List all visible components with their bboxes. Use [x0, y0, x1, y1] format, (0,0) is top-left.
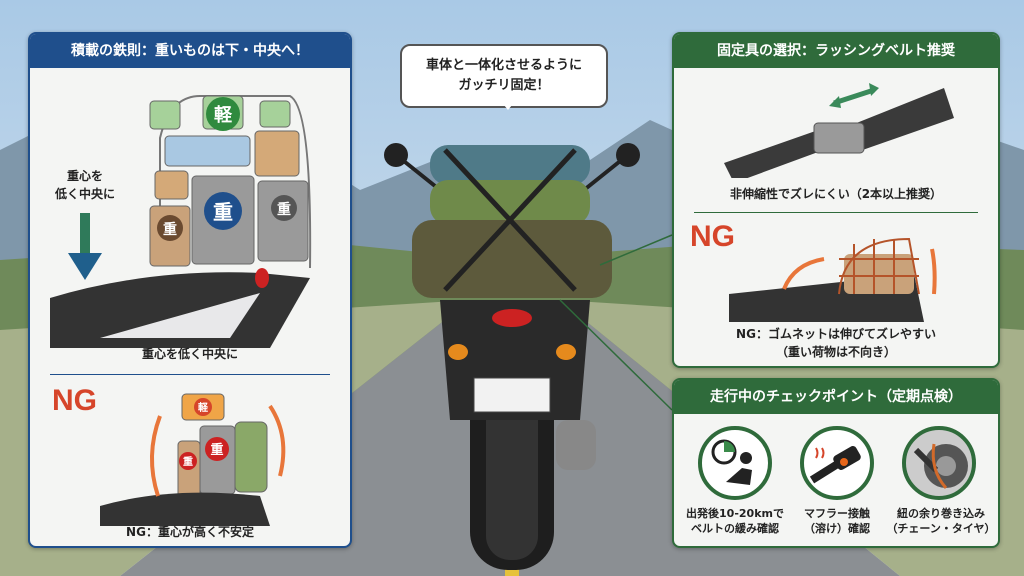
ng-caption-2: （重い荷物は不向き） — [775, 345, 896, 359]
divider — [50, 374, 330, 375]
ng-loading-illustration: 軽 重 重 — [100, 393, 286, 526]
panel-title: 積載の鉄則：重いものは下・中央へ！ — [30, 34, 350, 68]
bubble-text-2: ガッチリ固定！ — [458, 78, 550, 93]
lashing-belt-illustration — [724, 83, 954, 178]
speech-bubble: 車体と一体化させるように ガッチリ固定！ — [400, 44, 608, 110]
belt-caption: 非伸縮性でズレにくい（2本以上推奨） — [729, 187, 943, 201]
fastener-panel: 固定具の選択：ラッシングベルト推奨 非伸縮性でズレにくい（2本以上推奨） NG … — [672, 32, 1000, 368]
svg-text:重: 重 — [163, 221, 177, 238]
motorcycle-illustration — [384, 143, 673, 570]
checkpoint-panel: 走行中のチェックポイント（定期点検） 出発後10-20kmでベルトの緩み確認 マ… — [672, 378, 1000, 548]
stopwatch-rider-icon — [698, 426, 772, 500]
svg-text:重: 重 — [183, 455, 193, 468]
light-label: 軽 — [214, 104, 233, 126]
check-item-strap: 紐の余り巻き込み（チェーン・タイヤ） — [886, 507, 996, 535]
ng-label: NG — [690, 220, 735, 253]
correct-caption: 重心を低く中央に — [141, 347, 238, 361]
svg-text:重心を: 重心を — [67, 168, 103, 183]
panel-title: 固定具の選択：ラッシングベルト推奨 — [674, 34, 998, 68]
ng-label: NG — [52, 384, 97, 417]
svg-text:軽: 軽 — [198, 401, 209, 414]
divider — [694, 212, 978, 213]
ng-caption-1: NG：ゴムネットは伸びてズレやすい — [736, 327, 936, 341]
panel-title: 走行中のチェックポイント（定期点検） — [674, 380, 998, 414]
ng-caption: NG：重心が高く不安定 — [126, 525, 254, 539]
svg-text:重: 重 — [277, 201, 291, 218]
check-item-belt: 出発後10-20kmでベルトの緩み確認 — [686, 507, 784, 535]
svg-text:重: 重 — [210, 442, 223, 458]
correct-loading-illustration: 軽 重 重 重 重心を 低く中央に — [50, 95, 312, 348]
bubble-text-1: 車体と一体化させるように — [425, 58, 582, 73]
svg-text:重: 重 — [213, 200, 233, 224]
muffler-heat-icon — [800, 426, 874, 500]
check-item-muffler: マフラー接触（溶け）確認 — [804, 507, 870, 535]
svg-text:低く中央に: 低く中央に — [54, 186, 115, 201]
rubber-net-illustration — [729, 237, 937, 322]
chain-tire-strap-icon — [902, 426, 976, 500]
loading-rules-panel: 積載の鉄則：重いものは下・中央へ！ 軽 重 重 重 重心を 低く中央に 重心を低… — [28, 32, 352, 548]
